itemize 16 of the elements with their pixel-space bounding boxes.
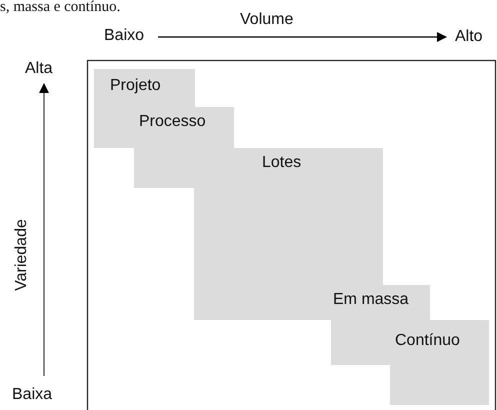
region-label: Contínuo (395, 332, 460, 350)
region-label: Lotes (262, 154, 302, 172)
caption-fragment: s, massa e contínuo. (0, 0, 120, 15)
axis-end-label: Baixa (12, 386, 52, 404)
process-region (194, 285, 430, 320)
region-label: Em massa (333, 291, 409, 309)
region-label: Processo (139, 113, 206, 131)
process-region (194, 148, 383, 285)
process-region (94, 69, 195, 107)
axis-title: Volume (240, 11, 294, 29)
axis-end-label: Alta (25, 60, 53, 78)
process-region (390, 320, 489, 405)
axis-end-label: Alto (455, 28, 483, 46)
region-label: Projeto (110, 77, 161, 95)
axis-title: Variedade (12, 219, 31, 291)
axis-end-label: Baixo (104, 27, 144, 45)
